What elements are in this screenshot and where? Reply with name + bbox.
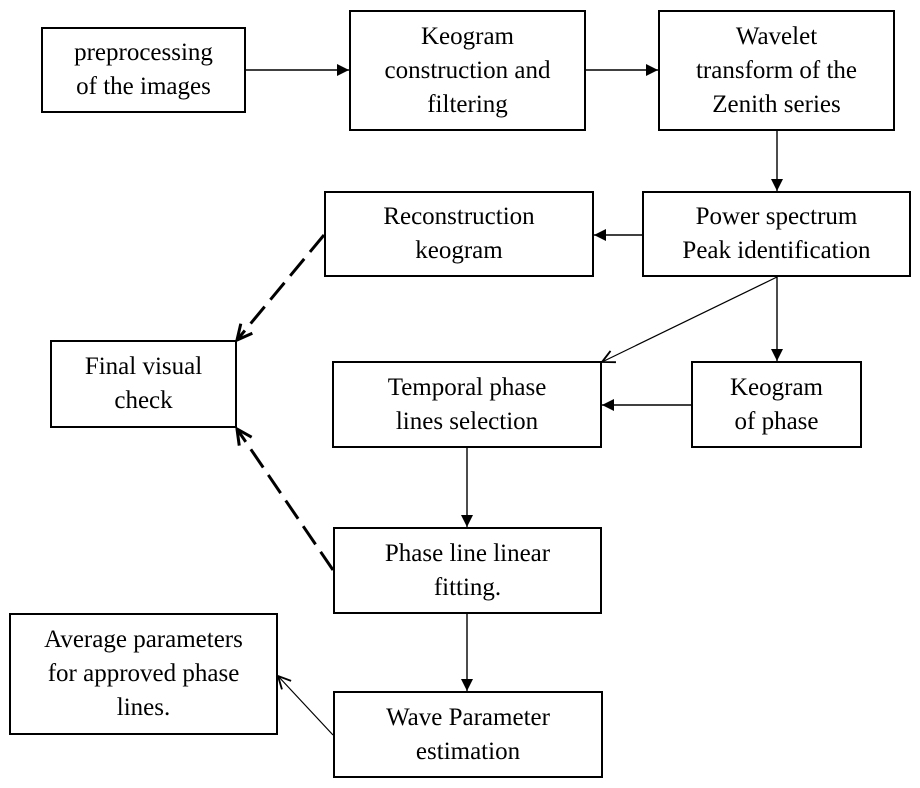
node-phase-line-fitting: Phase line linear fitting. bbox=[333, 527, 602, 614]
node-wavelet-line-1: Wavelet bbox=[735, 22, 818, 50]
node-preprocessing-line-1: preprocessing bbox=[74, 39, 213, 66]
node-average-parameters-line-1: Average parameters bbox=[44, 626, 243, 653]
node-final-check-line-2: check bbox=[114, 387, 173, 414]
node-keogram-construction-line-3: filtering bbox=[427, 90, 508, 118]
node-temporal-phase-selection: Temporal phase lines selection bbox=[332, 361, 602, 448]
node-power-spectrum-line-1: Power spectrum bbox=[695, 203, 858, 230]
node-keogram-phase-line-1: Keogram bbox=[729, 373, 824, 401]
node-reconstruction-keogram: Reconstruction keogram bbox=[324, 191, 594, 277]
node-wavelet-line-2: transform of the bbox=[695, 56, 858, 84]
edge-reconstruction-to-final-check bbox=[237, 234, 326, 340]
node-final-visual-check: Final visual check bbox=[50, 340, 237, 428]
node-wave-parameter-line-2: estimation bbox=[415, 737, 521, 765]
node-phase-fitting-line-1: Phase line linear bbox=[384, 539, 551, 567]
edge-power-spectrum-to-temporal-phase bbox=[602, 276, 778, 362]
node-temporal-phase-line-1: Temporal phase bbox=[387, 373, 547, 401]
node-keogram-construction: Keogram construction and filtering bbox=[349, 10, 586, 131]
edge-phase-fitting-to-final-check bbox=[237, 429, 335, 571]
node-keogram-construction-line-1: Keogram bbox=[420, 22, 515, 50]
node-average-parameters-line-3: lines. bbox=[116, 694, 171, 721]
node-keogram-construction-line-2: construction and bbox=[384, 56, 551, 84]
node-wave-parameter-estimation: Wave Parameter estimation bbox=[333, 691, 603, 778]
node-power-spectrum-line-2: Peak identification bbox=[682, 237, 871, 264]
node-keogram-phase-line-2: of phase bbox=[734, 407, 819, 435]
node-final-check-line-1: Final visual bbox=[84, 353, 203, 380]
node-power-spectrum: Power spectrum Peak identification bbox=[642, 191, 911, 277]
node-wave-parameter-line-1: Wave Parameter bbox=[386, 703, 550, 731]
node-wavelet-line-3: Zenith series bbox=[712, 90, 841, 118]
node-keogram-of-phase: Keogram of phase bbox=[691, 361, 862, 448]
node-reconstruction-line-2: keogram bbox=[415, 237, 503, 264]
node-average-parameters: Average parameters for approved phase li… bbox=[9, 613, 278, 735]
edge-wave-parameter-to-average-parameters bbox=[278, 676, 334, 736]
node-phase-fitting-line-2: fitting. bbox=[433, 573, 502, 601]
node-wavelet-transform: Wavelet transform of the Zenith series bbox=[658, 10, 895, 131]
node-preprocessing: preprocessing of the images bbox=[41, 27, 246, 113]
node-average-parameters-line-2: for approved phase bbox=[47, 660, 240, 687]
node-reconstruction-line-1: Reconstruction bbox=[383, 203, 535, 230]
node-preprocessing-line-2: of the images bbox=[76, 73, 211, 100]
node-temporal-phase-line-2: lines selection bbox=[395, 407, 539, 435]
